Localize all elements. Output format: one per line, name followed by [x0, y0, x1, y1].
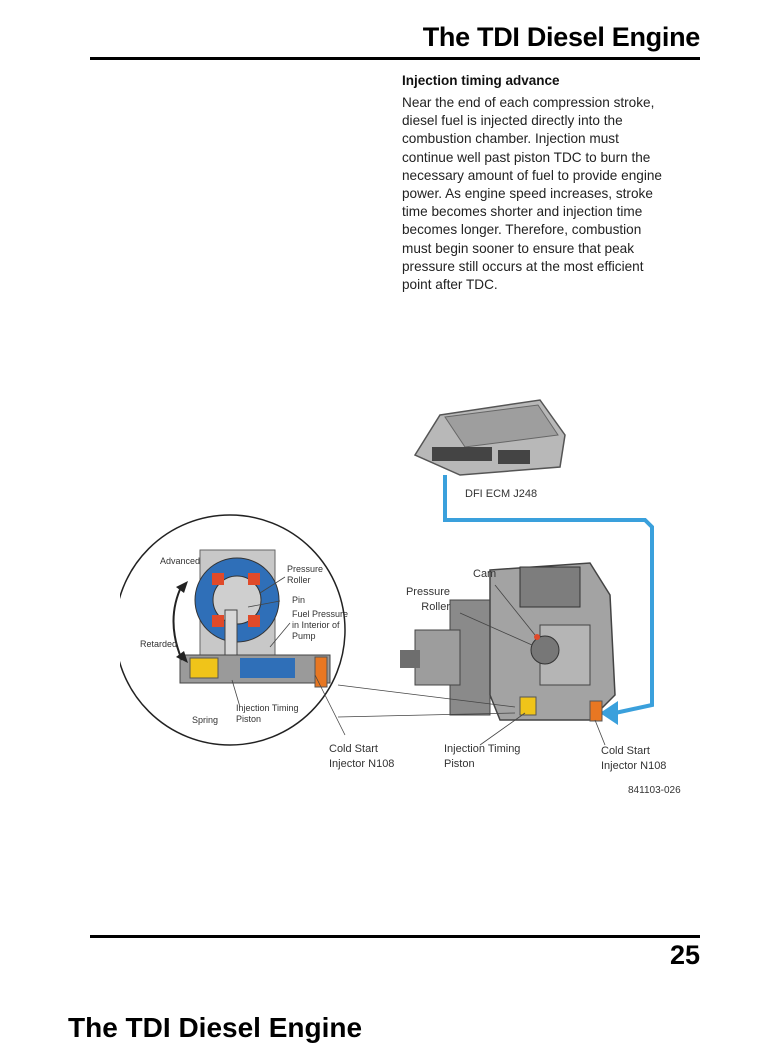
- header-rule: [90, 57, 700, 60]
- next-page-title-peek: The TDI Diesel Engine: [68, 1012, 363, 1043]
- cam-label: Cam: [473, 568, 497, 580]
- inset-fuel-pressure-label: Fuel Pressure in Interior of Pump: [292, 609, 349, 641]
- cold-start-injector-right-label: Cold Start Injector N108: [601, 745, 667, 772]
- page-number: 25: [669, 940, 700, 970]
- inset-retarded-label: Retarded: [140, 639, 178, 649]
- leader-lines: [231, 576, 606, 746]
- inset-pin-label: Pin: [292, 595, 306, 605]
- footer-rule: [90, 935, 700, 938]
- injection-pump-diagram: DFI ECM J248 Cam Pressure Roller Cold St…: [120, 395, 720, 815]
- inset-pressure-roller-label: Pressure Roller: [287, 564, 324, 585]
- figure-number: 841103-026: [628, 785, 681, 796]
- ecm-label: DFI ECM J248: [465, 488, 538, 500]
- section-body: Near the end of each compression stroke,…: [402, 95, 662, 293]
- pressure-roller-label: Pressure Roller: [405, 586, 450, 613]
- inset-spring-label: Spring: [192, 715, 219, 725]
- injection-timing-piston-label: Injection Timing Piston: [444, 743, 521, 770]
- cold-start-injector-left-label: Cold Start Injector N108: [329, 743, 395, 770]
- inset-advanced-label: Advanced: [160, 556, 201, 566]
- inset-injection-piston-label: Injection Timing Piston: [236, 703, 299, 724]
- diagram-artwork: [120, 399, 654, 746]
- page-title: The TDI Diesel Engine: [422, 22, 701, 52]
- ecm-module: [413, 399, 566, 476]
- signal-arrow: [600, 701, 618, 725]
- injection-pump: [400, 562, 616, 722]
- text-column: Injection timing advance Near the end of…: [402, 73, 702, 294]
- signal-line: [443, 475, 654, 715]
- section-heading: Injection timing advance: [402, 73, 560, 88]
- detail-inset: [120, 514, 346, 746]
